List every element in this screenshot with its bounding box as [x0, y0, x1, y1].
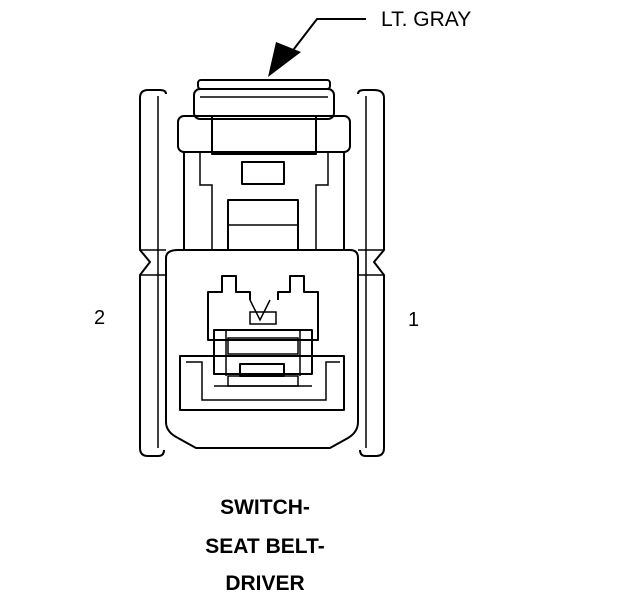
leader-arrow — [268, 18, 366, 77]
connector-top-cap — [193, 79, 335, 120]
upper-housing — [177, 115, 351, 251]
connector-body — [165, 249, 359, 449]
caption-line-2: SEAT BELT- — [205, 535, 325, 558]
right-latch-rail — [357, 89, 385, 457]
left-latch-rail — [139, 89, 167, 457]
terminal-cavity — [179, 275, 345, 411]
pin-1-label: 1 — [408, 309, 420, 331]
caption-line-3: DRIVER — [225, 572, 305, 595]
wire-color-label: LT. GRAY — [381, 8, 472, 31]
pin-2-label: 2 — [94, 307, 106, 329]
caption-line-1: SWITCH- — [220, 496, 310, 519]
